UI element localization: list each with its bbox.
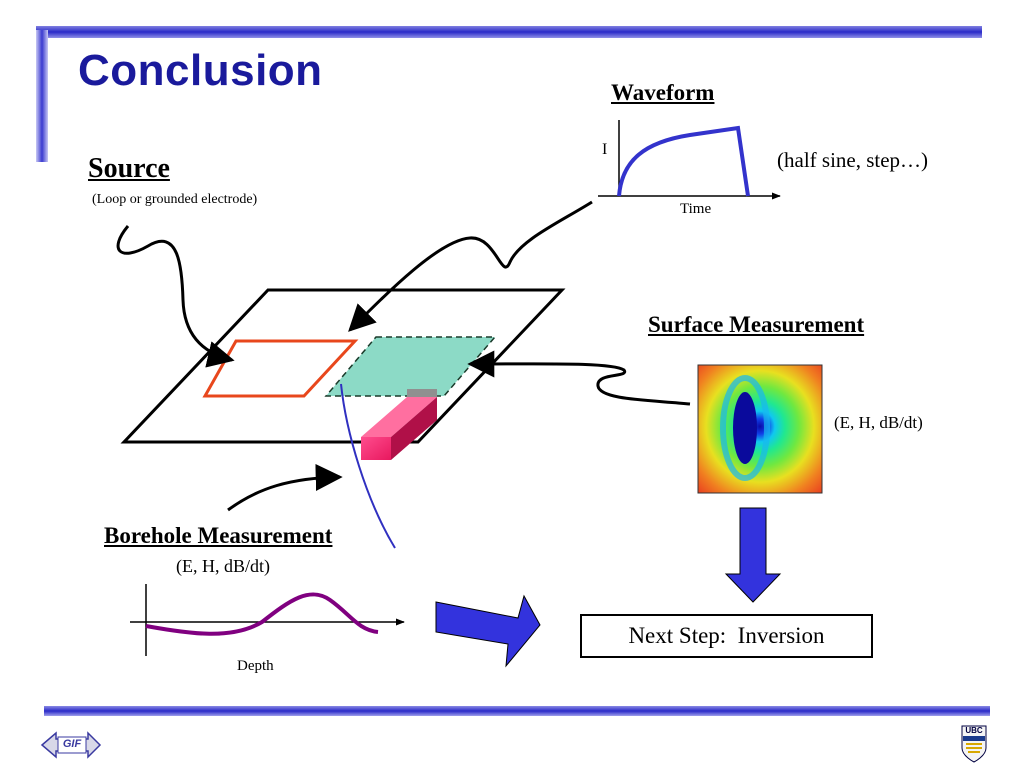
source-heading: Source	[88, 153, 170, 184]
borehole-curve	[145, 592, 379, 636]
down-arrow	[724, 507, 782, 603]
borehole-heading: Borehole Measurement	[104, 523, 333, 548]
waveform-plot	[598, 120, 781, 200]
footer-bar	[44, 706, 990, 716]
waveform-heading: Waveform	[611, 80, 715, 105]
surface-arrow	[467, 350, 691, 406]
borehole-arrow	[227, 463, 343, 512]
gif-logo	[40, 731, 102, 759]
surface-heading: Surface Measurement	[648, 312, 865, 337]
waveform-note: (half sine, step…)	[777, 148, 929, 172]
waveform-x-label: Time	[680, 201, 712, 217]
surface-heatmap	[697, 364, 823, 494]
ground-plane	[120, 288, 566, 444]
next-step-box: Next Step: Inversion	[580, 614, 873, 658]
waveform-curve	[617, 125, 750, 197]
next-step-label: Next Step: Inversion	[628, 623, 825, 648]
gif-logo-text: GIF	[62, 738, 82, 750]
header-side-bar	[36, 30, 48, 162]
header-bar	[36, 26, 982, 38]
surface-components: (E, H, dB/dt)	[834, 413, 923, 432]
source-subtitle: (Loop or grounded electrode)	[92, 192, 258, 207]
borehole-components: (E, H, dB/dt)	[176, 556, 270, 576]
conductor-block	[361, 389, 437, 460]
waveform-y-label: I	[602, 141, 608, 158]
slide-title: Conclusion	[78, 46, 323, 95]
waveform-arrow	[348, 200, 593, 332]
source-loop	[202, 339, 359, 398]
borehole-trace	[340, 383, 396, 549]
ubc-logo-text: UBC	[965, 726, 983, 735]
borehole-plot	[130, 584, 405, 656]
source-arrow	[116, 225, 235, 368]
borehole-x-label: Depth	[237, 658, 274, 674]
ubc-logo	[961, 725, 987, 763]
anomaly-region	[324, 336, 497, 397]
right-arrow	[435, 594, 541, 668]
